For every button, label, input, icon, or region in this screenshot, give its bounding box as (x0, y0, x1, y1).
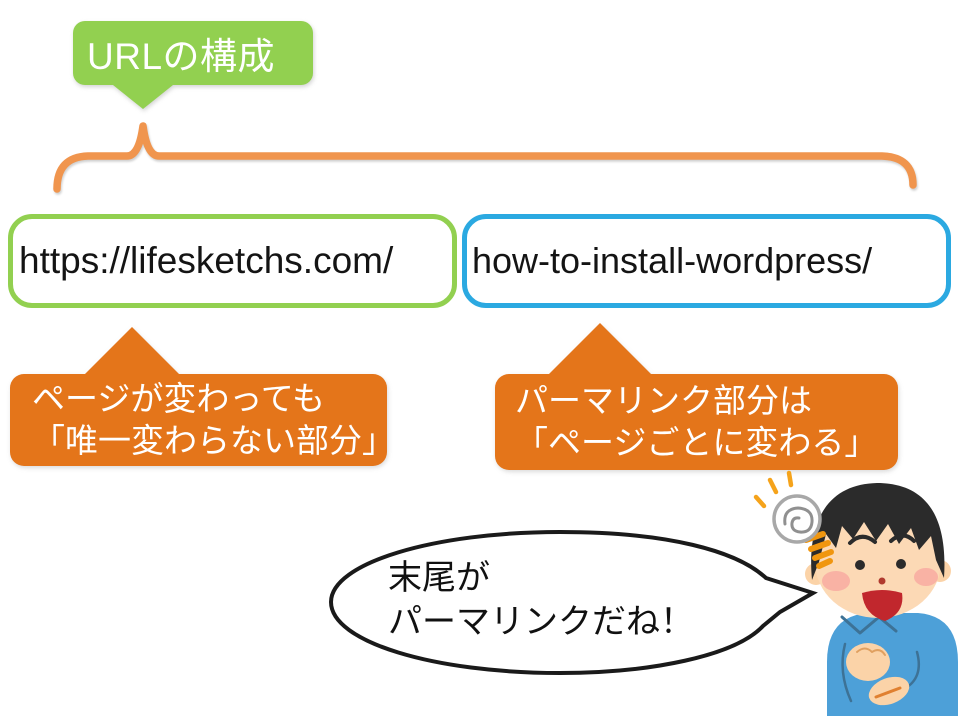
title-callout-tail (113, 85, 173, 109)
domain-note-line1: ページが変わっても (32, 379, 326, 417)
domain-url-text: https://lifesketchs.com/ (19, 240, 394, 281)
open-hand-line (874, 686, 902, 699)
permalink-note-callout: パーマリンク部分は 「ページごとに変わる」 (495, 323, 898, 470)
right-eyebrow (889, 533, 916, 543)
title-label: URLの構成 (87, 36, 276, 77)
lightbulb-base (803, 531, 834, 569)
speech-bubble-text: 末尾が パーマリンクだね！ (388, 556, 694, 644)
sweater-collar-line (840, 615, 898, 635)
domain-note-line2: 「唯一変わらない部分」 (32, 422, 395, 459)
speech-bubble-outline (328, 529, 818, 676)
lightbulb-filament (783, 506, 814, 534)
lightbulb-ray (767, 477, 779, 495)
domain-note-tail (85, 327, 179, 374)
left-eye (855, 560, 865, 570)
speech-bubble-line2: パーマリンクだね！ (388, 603, 694, 641)
title-callout: URLの構成 (73, 21, 313, 109)
hair (811, 483, 945, 580)
mouth (862, 590, 903, 621)
lightbulb-ray (753, 494, 767, 509)
permalink-url-text: how-to-install-wordpress/ (472, 240, 873, 281)
right-eye (896, 559, 906, 569)
face (815, 506, 941, 618)
left-arm-crease (841, 642, 853, 703)
lightbulb-ray (786, 470, 794, 488)
right-cheek (914, 568, 938, 586)
permalink-note-line2: 「ページごとに変わる」 (515, 424, 878, 461)
person-sweater (827, 613, 958, 716)
fist-knuckle-lines (856, 647, 886, 656)
domain-note-callout: ページが変わっても 「唯一変わらない部分」 (10, 327, 395, 466)
permalink-url-box: how-to-install-wordpress/ (462, 214, 951, 308)
domain-url-box: https://lifesketchs.com/ (8, 214, 457, 308)
left-cheek (822, 571, 850, 591)
left-eyebrow (848, 534, 877, 545)
brace-path (53, 122, 917, 193)
permalink-note-line1: パーマリンク部分は (515, 381, 812, 419)
speech-bubble-line1: 末尾が (388, 559, 490, 597)
nose (878, 577, 886, 585)
lightbulb-icon (753, 470, 834, 569)
permalink-note-tail (549, 323, 651, 374)
person-illustration (805, 483, 958, 716)
